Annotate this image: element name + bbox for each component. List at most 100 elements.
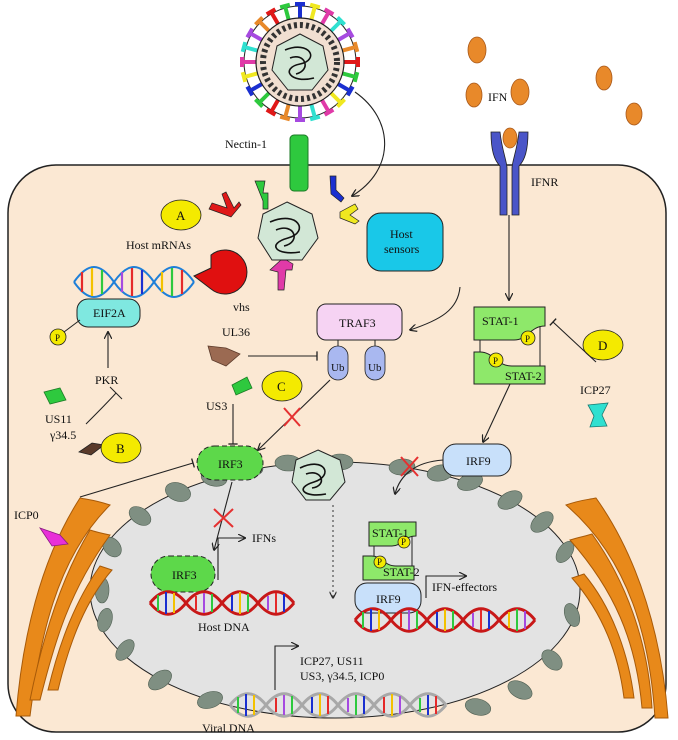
glycoprotein-spike-head [245,85,255,97]
glycoprotein-spike [283,103,291,119]
glycoprotein-spike-head [323,7,335,17]
us3-label: US3 [206,399,227,413]
glycoprotein-spike [320,99,331,114]
glycoprotein-spike [269,10,280,25]
released-glycoproteins [208,175,360,291]
ifns-transcription-arrow [217,538,245,580]
isgf3-complex [362,521,417,581]
glycoprotein-spike-head [336,16,346,26]
glycoprotein-spike-head [245,27,255,39]
glycoprotein-spike [283,5,291,21]
glycoprotein-spike-head [345,85,355,97]
glycoprotein-spike-head [265,7,277,17]
glycoprotein-spike [341,45,357,53]
us11-glyph [43,387,67,405]
ub-1 [327,345,349,381]
ifns-label: IFNs [252,531,276,545]
ifnr-label: IFNR [531,175,558,189]
capsid-nuclear-pore [291,449,346,501]
marker-c-label: C [277,379,286,394]
viral-dna [228,692,448,718]
icp0-glyph [39,527,69,547]
glycoprotein-spike [243,45,259,53]
glycoprotein-spike [257,91,271,105]
sensors-to-traf3-arrow [410,286,461,330]
isgf3-p-label-1: P [377,557,382,567]
marker-a-label: A [176,208,186,223]
vhs-label: vhs [233,300,250,314]
us3-glyph [231,376,253,396]
glycoprotein-spike-head [279,2,291,10]
irf3-cytoplasm [196,445,264,481]
glycoprotein-spike-head [309,114,321,122]
host-sensors-label-1: Host [390,227,413,241]
viral-genes-label-2: US3, γ34.5, ICP0 [300,669,384,683]
glycoprotein-spike [309,103,317,119]
irf9-import-arrow [395,459,444,494]
irf9-nucleus-label: IRF9 [376,592,401,606]
us11-label: US11 [45,412,72,426]
marker-c [261,370,303,402]
icp0-inhibits-irf3 [79,458,195,498]
ub-2 [364,345,386,381]
nectin-1-receptor [289,134,309,192]
glycoprotein-spike-head [265,107,277,117]
irf3-nucleus [150,555,216,593]
glycoprotein-spike [269,99,280,114]
host-mrna [73,266,195,298]
stat-p-label-1: P [493,356,498,366]
eif2a-p-label: P [55,333,60,343]
glycoprotein-spike-head [254,16,264,26]
ifn-effectors-label: IFN-effectors [432,580,497,594]
icp27-label: ICP27 [580,383,611,397]
irf9-nucleus [354,582,422,614]
us11-inhibits-pkr [85,386,123,425]
host-sensors-label-2: sensors [384,242,420,256]
stat-p-label-2: P [525,334,530,344]
ifn-label: IFN [488,90,508,104]
pkr-label: PKR [95,373,118,387]
glycoprotein-spike-head [279,114,291,122]
icp27-inhibits-stat [549,318,597,363]
ifn-particles [465,36,643,149]
hsv-virion [240,2,360,122]
isgf3-stat1-label: STAT-1 [372,526,409,540]
marker-d [582,329,624,361]
ifnr-receptor [490,131,529,216]
glycoprotein-spike-head [352,41,360,53]
isgf3-stat2-label: STAT-2 [383,565,420,579]
host-sensors-box [366,212,444,272]
block-cross-irf9 [400,456,419,477]
nectin-1-label: Nectin-1 [225,137,267,151]
host-dna-label: Host DNA [198,620,250,634]
eif2a-phospho [49,328,67,346]
eif2a-to-p-line [63,319,81,333]
glycoprotein-spike-head [345,27,355,39]
ub-1-label: Ub [331,362,345,374]
traf3-box [316,303,403,341]
marker-b [100,432,142,464]
glycoprotein-spike [243,71,259,79]
block-cross-traf3 [283,407,301,427]
host-dna-left [148,590,296,616]
irf3-import-arrow [214,481,233,550]
glycoprotein-spike-head [240,71,248,83]
glycoprotein-spike [329,91,343,105]
entry-arrow [352,91,386,196]
glycoprotein-spike-head [336,98,346,108]
glycoprotein-spike [248,31,263,42]
endoplasmic-reticulum-right [565,497,669,719]
host-dna-right [353,607,537,633]
ub-2-label: Ub [368,362,382,374]
vhs-protein [193,249,248,295]
stat1-stat2-complex [473,306,546,385]
glycoprotein-spike-head [240,41,248,53]
host-mrnas-label: Host mRNAs [126,238,191,252]
glycoprotein-spike [309,5,317,21]
marker-d-label: D [598,338,607,353]
ifn-effectors-arrow [425,576,466,598]
isgf3-p-label-2: P [401,537,406,547]
icp0-label: ICP0 [14,508,39,522]
stat1-label: STAT-1 [482,314,519,328]
marker-a [160,199,202,231]
